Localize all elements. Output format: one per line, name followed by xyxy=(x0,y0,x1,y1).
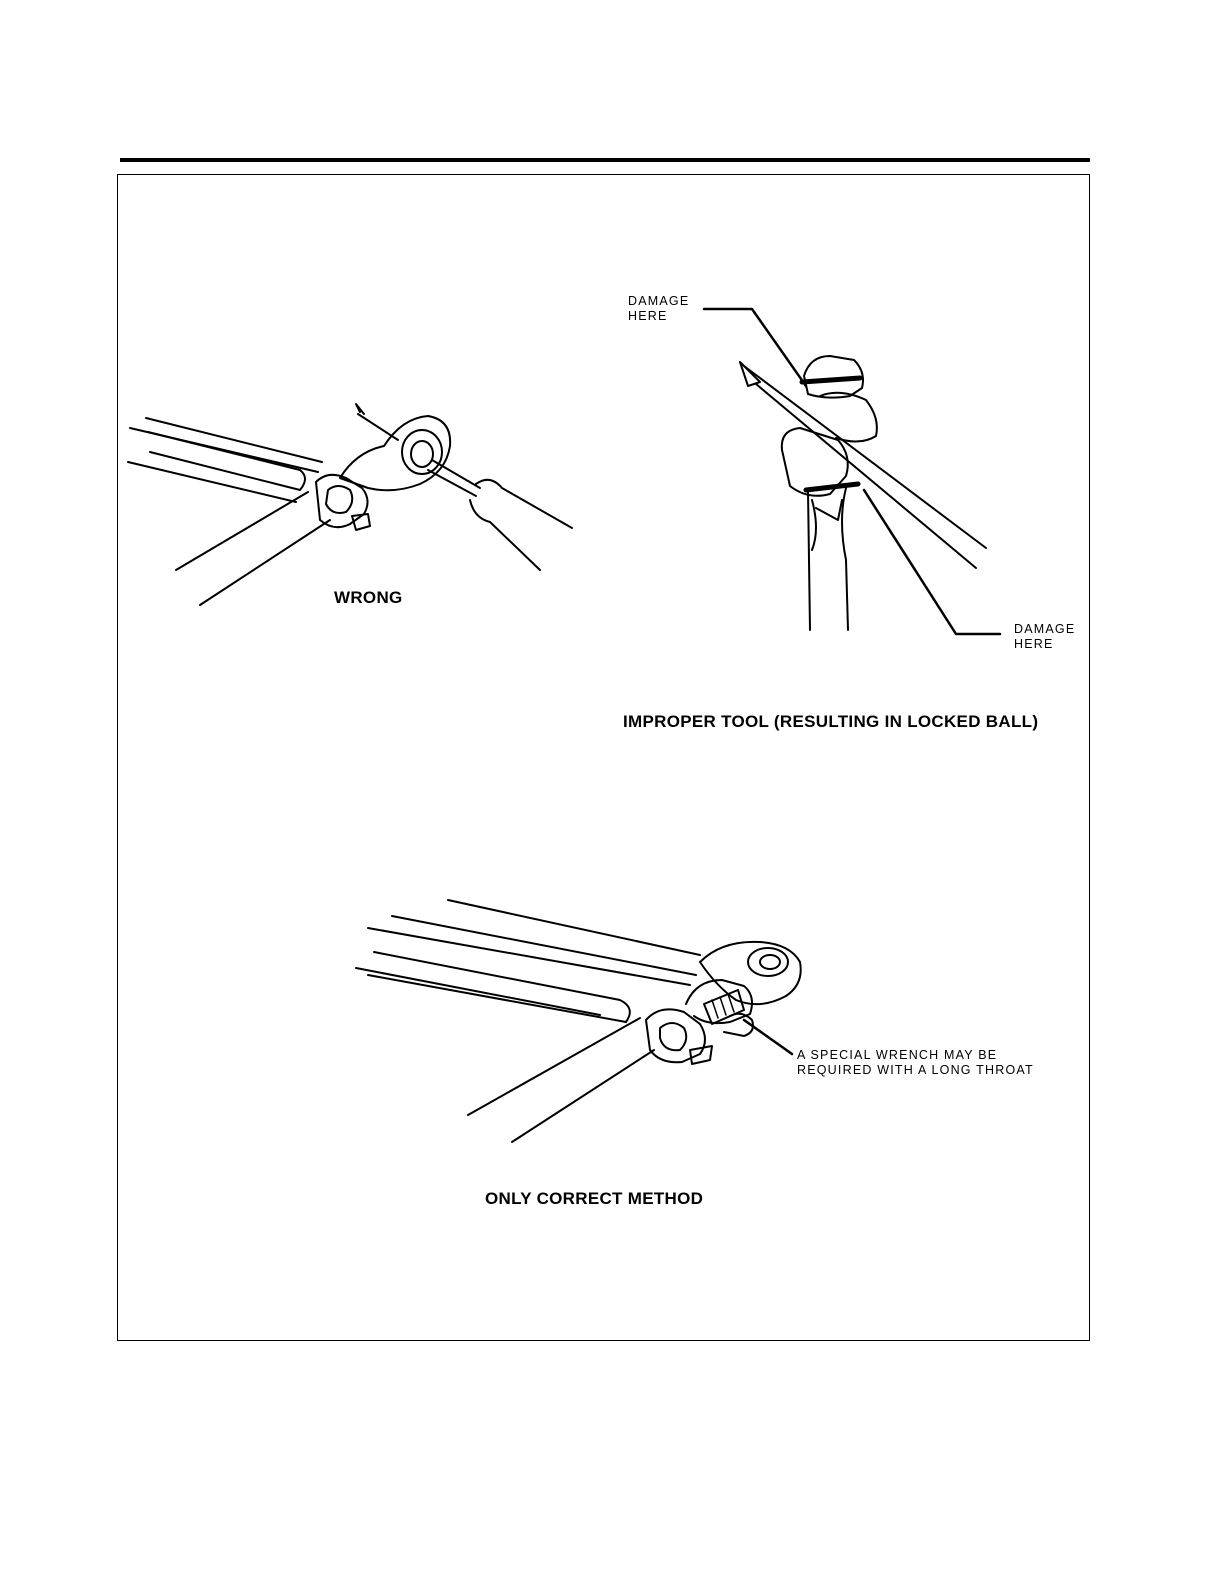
damage-bottom-line-2: HERE xyxy=(1014,637,1075,652)
correct-method-caption: ONLY CORRECT METHOD xyxy=(485,1189,703,1209)
damage-here-callout-bottom: DAMAGE HERE xyxy=(1014,622,1075,652)
special-wrench-line-2: REQUIRED WITH A LONG THROAT xyxy=(797,1063,1034,1078)
damage-top-line-2: HERE xyxy=(628,309,689,324)
wrong-caption: WRONG xyxy=(334,588,403,608)
correct-method-illustration xyxy=(356,900,801,1142)
improper-tool-illustration xyxy=(704,309,1000,634)
damage-top-line-1: DAMAGE xyxy=(628,294,689,309)
special-wrench-line-1: A SPECIAL WRENCH MAY BE xyxy=(797,1048,1034,1063)
damage-bottom-line-1: DAMAGE xyxy=(1014,622,1075,637)
damage-here-callout-top: DAMAGE HERE xyxy=(628,294,689,324)
wrong-illustration xyxy=(128,404,572,605)
special-wrench-callout: A SPECIAL WRENCH MAY BE REQUIRED WITH A … xyxy=(797,1048,1034,1078)
improper-tool-caption: IMPROPER TOOL (RESULTING IN LOCKED BALL) xyxy=(623,712,1038,732)
